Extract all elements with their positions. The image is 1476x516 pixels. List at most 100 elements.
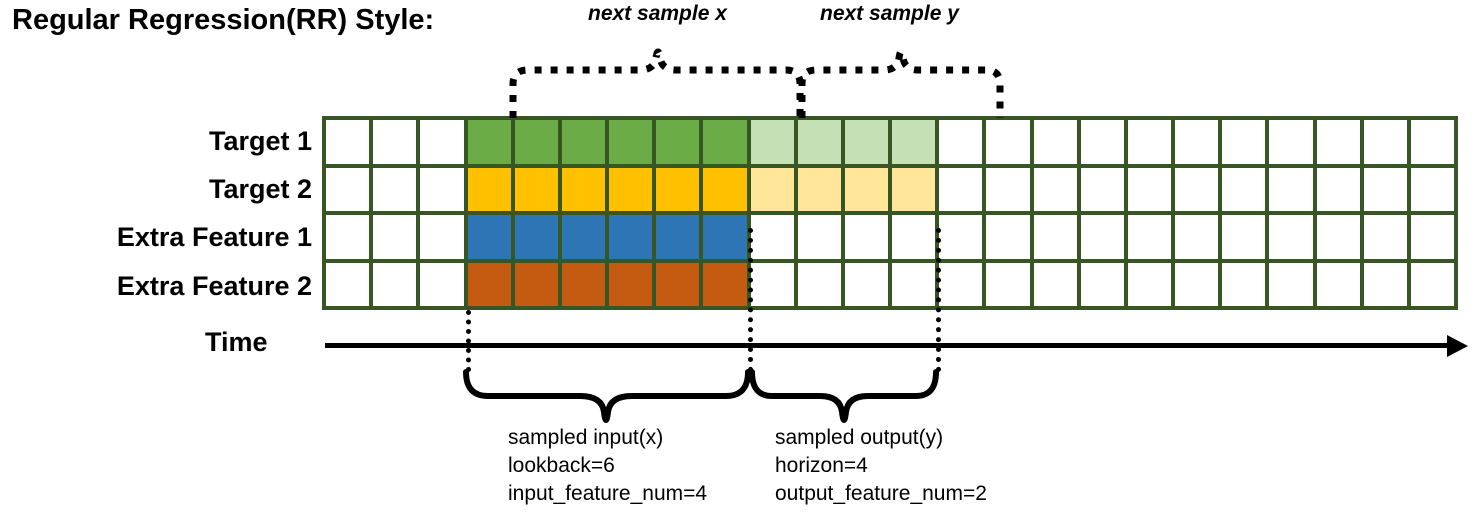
sampled-output-line3: output_feature_num=2 [775,482,987,505]
grid-row-orange [326,262,1455,306]
grid-cell-empty [1175,215,1219,259]
grid-cell-empty [797,262,841,306]
grid-cell-input [656,262,700,306]
grid-cell-empty [986,120,1030,164]
grid-cell-input [561,120,606,164]
next-sample-x-label: next sample x [588,2,727,25]
grid-cell-empty [750,262,794,306]
sampled-input-caption: sampled input(x) lookback=6 input_featur… [508,424,707,508]
grid-cell-output [797,167,841,211]
next-sample-y-brace-icon [798,48,1004,118]
grid-cell-empty [373,262,417,306]
row-label-extra-feature-1: Extra Feature 1 [116,222,312,252]
grid-cell-empty [986,215,1030,259]
grid-cell-empty [939,120,983,164]
grid-cell-empty [986,262,1030,306]
grid-cell-empty [1127,215,1172,259]
grid-cell-empty [1269,120,1313,164]
grid-cell-empty [892,262,936,306]
grid-cell-empty [1080,215,1124,259]
grid-cell-empty [373,215,417,259]
grid-cell-empty [1080,120,1124,164]
grid-cell-empty [373,120,417,164]
grid-cell-input [514,262,558,306]
grid-cell-empty [844,262,889,306]
grid-cell-empty [420,167,464,211]
grid-cell-input [609,167,653,211]
grid-row-blue [326,215,1455,259]
grid-cell-input [467,167,511,211]
grid-cell-empty [1127,120,1172,164]
grid-cell-empty [1127,167,1172,211]
sampled-output-caption: sampled output(y) horizon=4 output_featu… [775,424,987,508]
grid-cell-empty [1410,215,1455,259]
grid-cell-input [656,120,700,164]
grid-cell-empty [1175,262,1219,306]
sampled-input-line3: input_feature_num=4 [508,482,708,505]
grid-cell-input [467,262,511,306]
grid-cell-output [892,120,936,164]
grid-cell-empty [797,215,841,259]
grid-cell-empty [1222,120,1266,164]
grid-cell-input [609,262,653,306]
grid-cell-input [703,262,747,306]
grid-cell-input [609,215,653,259]
grid-cell-empty [1410,120,1455,164]
page-title: Regular Regression(RR) Style: [12,4,435,36]
grid-cell-empty [1269,215,1313,259]
grid-cell-output [797,120,841,164]
grid-cell-empty [326,120,370,164]
grid-cell-empty [373,167,417,211]
grid-cell-empty [986,167,1030,211]
grid-cell-empty [326,262,370,306]
grid-cell-empty [1033,167,1077,211]
sampled-output-title: sampled output(y) [775,426,944,449]
grid-cell-input [703,167,747,211]
grid-cell-empty [326,215,370,259]
grid-row-amber [326,167,1455,211]
grid-cell-output [892,167,936,211]
grid-cell-empty [1410,262,1455,306]
row-label-extra-feature-2: Extra Feature 2 [116,271,312,301]
grid-cell-empty [1127,262,1172,306]
grid-cell-empty [1033,120,1077,164]
grid-cell-input [656,167,700,211]
grid-cell-empty [1033,215,1077,259]
grid-cell-empty [420,262,464,306]
sampled-input-title: sampled input(x) [508,426,664,449]
grid-cell-empty [1080,167,1124,211]
grid-cell-input [561,167,606,211]
row-label-target-2: Target 2 [208,174,312,204]
guide-line-input-end [748,228,753,372]
grid-cell-empty [1222,262,1266,306]
sampled-input-line2: lookback=6 [508,454,615,477]
grid-row-green [326,120,1455,164]
grid-cell-empty [1175,120,1219,164]
grid-cell-output [750,120,794,164]
sampled-output-brace-icon [749,369,939,423]
grid-cell-output [844,167,889,211]
grid-cell-empty [1316,215,1360,259]
grid-cell-empty [939,262,983,306]
grid-cell-empty [1222,167,1266,211]
grid-cell-empty [1269,167,1313,211]
grid-cell-input [514,120,558,164]
grid-cell-empty [1410,167,1455,211]
grid-cell-input [561,262,606,306]
guide-line-input-start [466,310,471,372]
grid-cell-empty [1269,262,1313,306]
sampled-output-line2: horizon=4 [775,454,868,477]
grid-cell-empty [1222,215,1266,259]
grid-cell-empty [892,215,936,259]
grid-cell-empty [1316,120,1360,164]
grid-cell-input [703,215,747,259]
grid-cell-empty [420,120,464,164]
grid-cell-empty [1363,215,1407,259]
row-label-column: Target 1 Target 2 Extra Feature 1 Extra … [0,116,322,310]
grid-cell-empty [1363,120,1407,164]
row-label-target-1: Target 1 [208,126,312,156]
grid-cell-empty [939,215,983,259]
grid-cell-output [844,120,889,164]
next-sample-y-label: next sample y [820,2,959,25]
